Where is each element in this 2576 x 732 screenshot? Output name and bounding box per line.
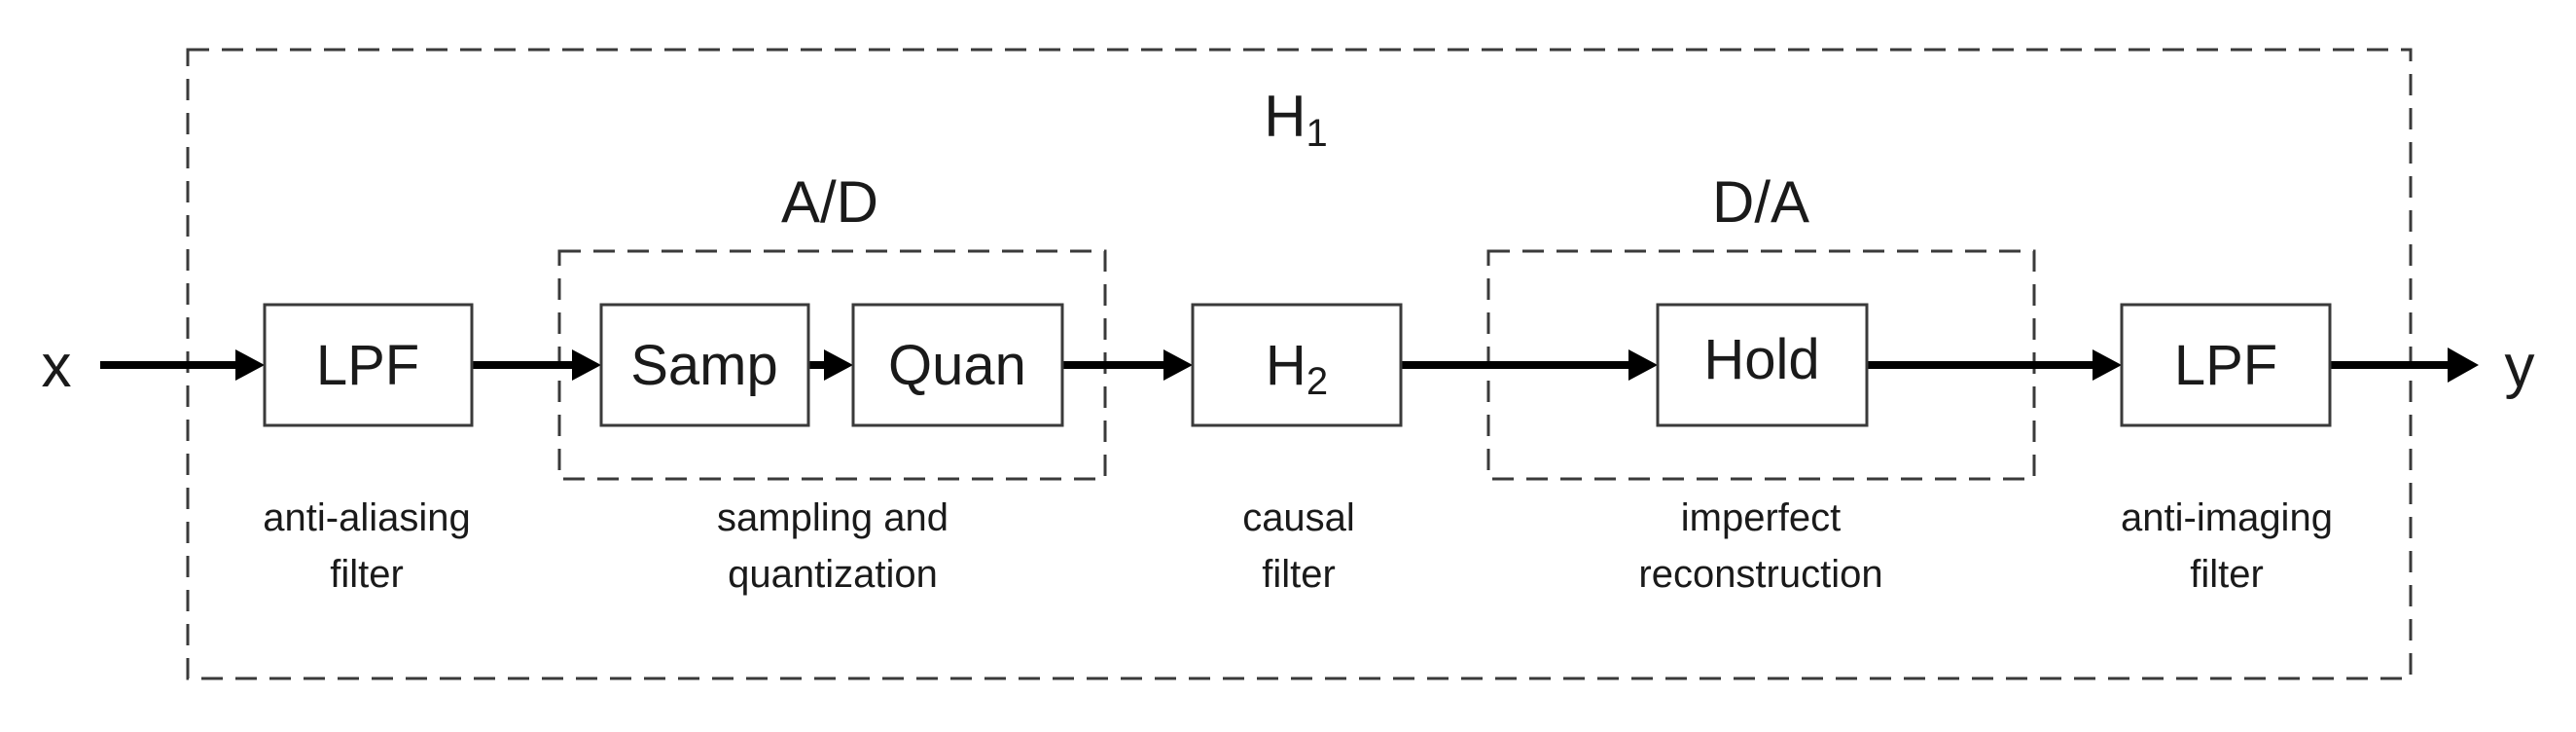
lpf-out-caption-line1: anti-imaging — [2121, 496, 2333, 539]
arrow-into-quan — [824, 349, 853, 381]
arrow-into-output — [2448, 348, 2479, 383]
da-caption-line1: imperfect — [1681, 496, 1842, 539]
da-group-title: D/A — [1712, 169, 1809, 235]
ad-caption-line1: sampling and — [717, 496, 948, 539]
lpf-in-label: LPF — [316, 334, 419, 397]
lpf-out-caption-line2: filter — [2190, 553, 2264, 596]
arrow-into-samp — [572, 349, 601, 381]
hold-label: Hold — [1703, 328, 1819, 391]
arrow-into-hold — [1628, 349, 1658, 381]
h2-block — [1191, 303, 1403, 427]
hold-block — [1656, 303, 1869, 427]
lpf-in-caption-line2: filter — [330, 553, 404, 596]
h2-caption-line1: causal — [1242, 496, 1355, 539]
arrow-into-h2 — [1163, 349, 1193, 381]
lpf-in-block — [263, 303, 474, 427]
lpf-out-label: LPF — [2174, 334, 2277, 397]
h2-label: H2 — [1266, 334, 1328, 403]
system-h1-title: H1 — [1264, 84, 1328, 155]
da-caption-line2: reconstruction — [1638, 553, 1882, 596]
quan-label: Quan — [888, 334, 1026, 397]
h2-subscript: 2 — [1306, 360, 1328, 403]
input-label: x — [42, 333, 72, 400]
lpf-out-block — [2120, 303, 2332, 427]
samp-label: Samp — [630, 334, 778, 397]
arrow-into-lpf-in — [235, 349, 265, 381]
output-label: y — [2505, 333, 2535, 400]
system-h1-subscript: 1 — [1306, 112, 1328, 155]
arrow-into-lpf-out — [2093, 349, 2122, 381]
lpf-in-caption-line1: anti-aliasing — [263, 496, 470, 539]
h2-caption-line2: filter — [1262, 553, 1336, 596]
samp-block — [599, 303, 810, 427]
ad-caption-line2: quantization — [728, 553, 938, 596]
ad-group-title: A/D — [781, 169, 878, 235]
quan-block — [851, 303, 1064, 427]
